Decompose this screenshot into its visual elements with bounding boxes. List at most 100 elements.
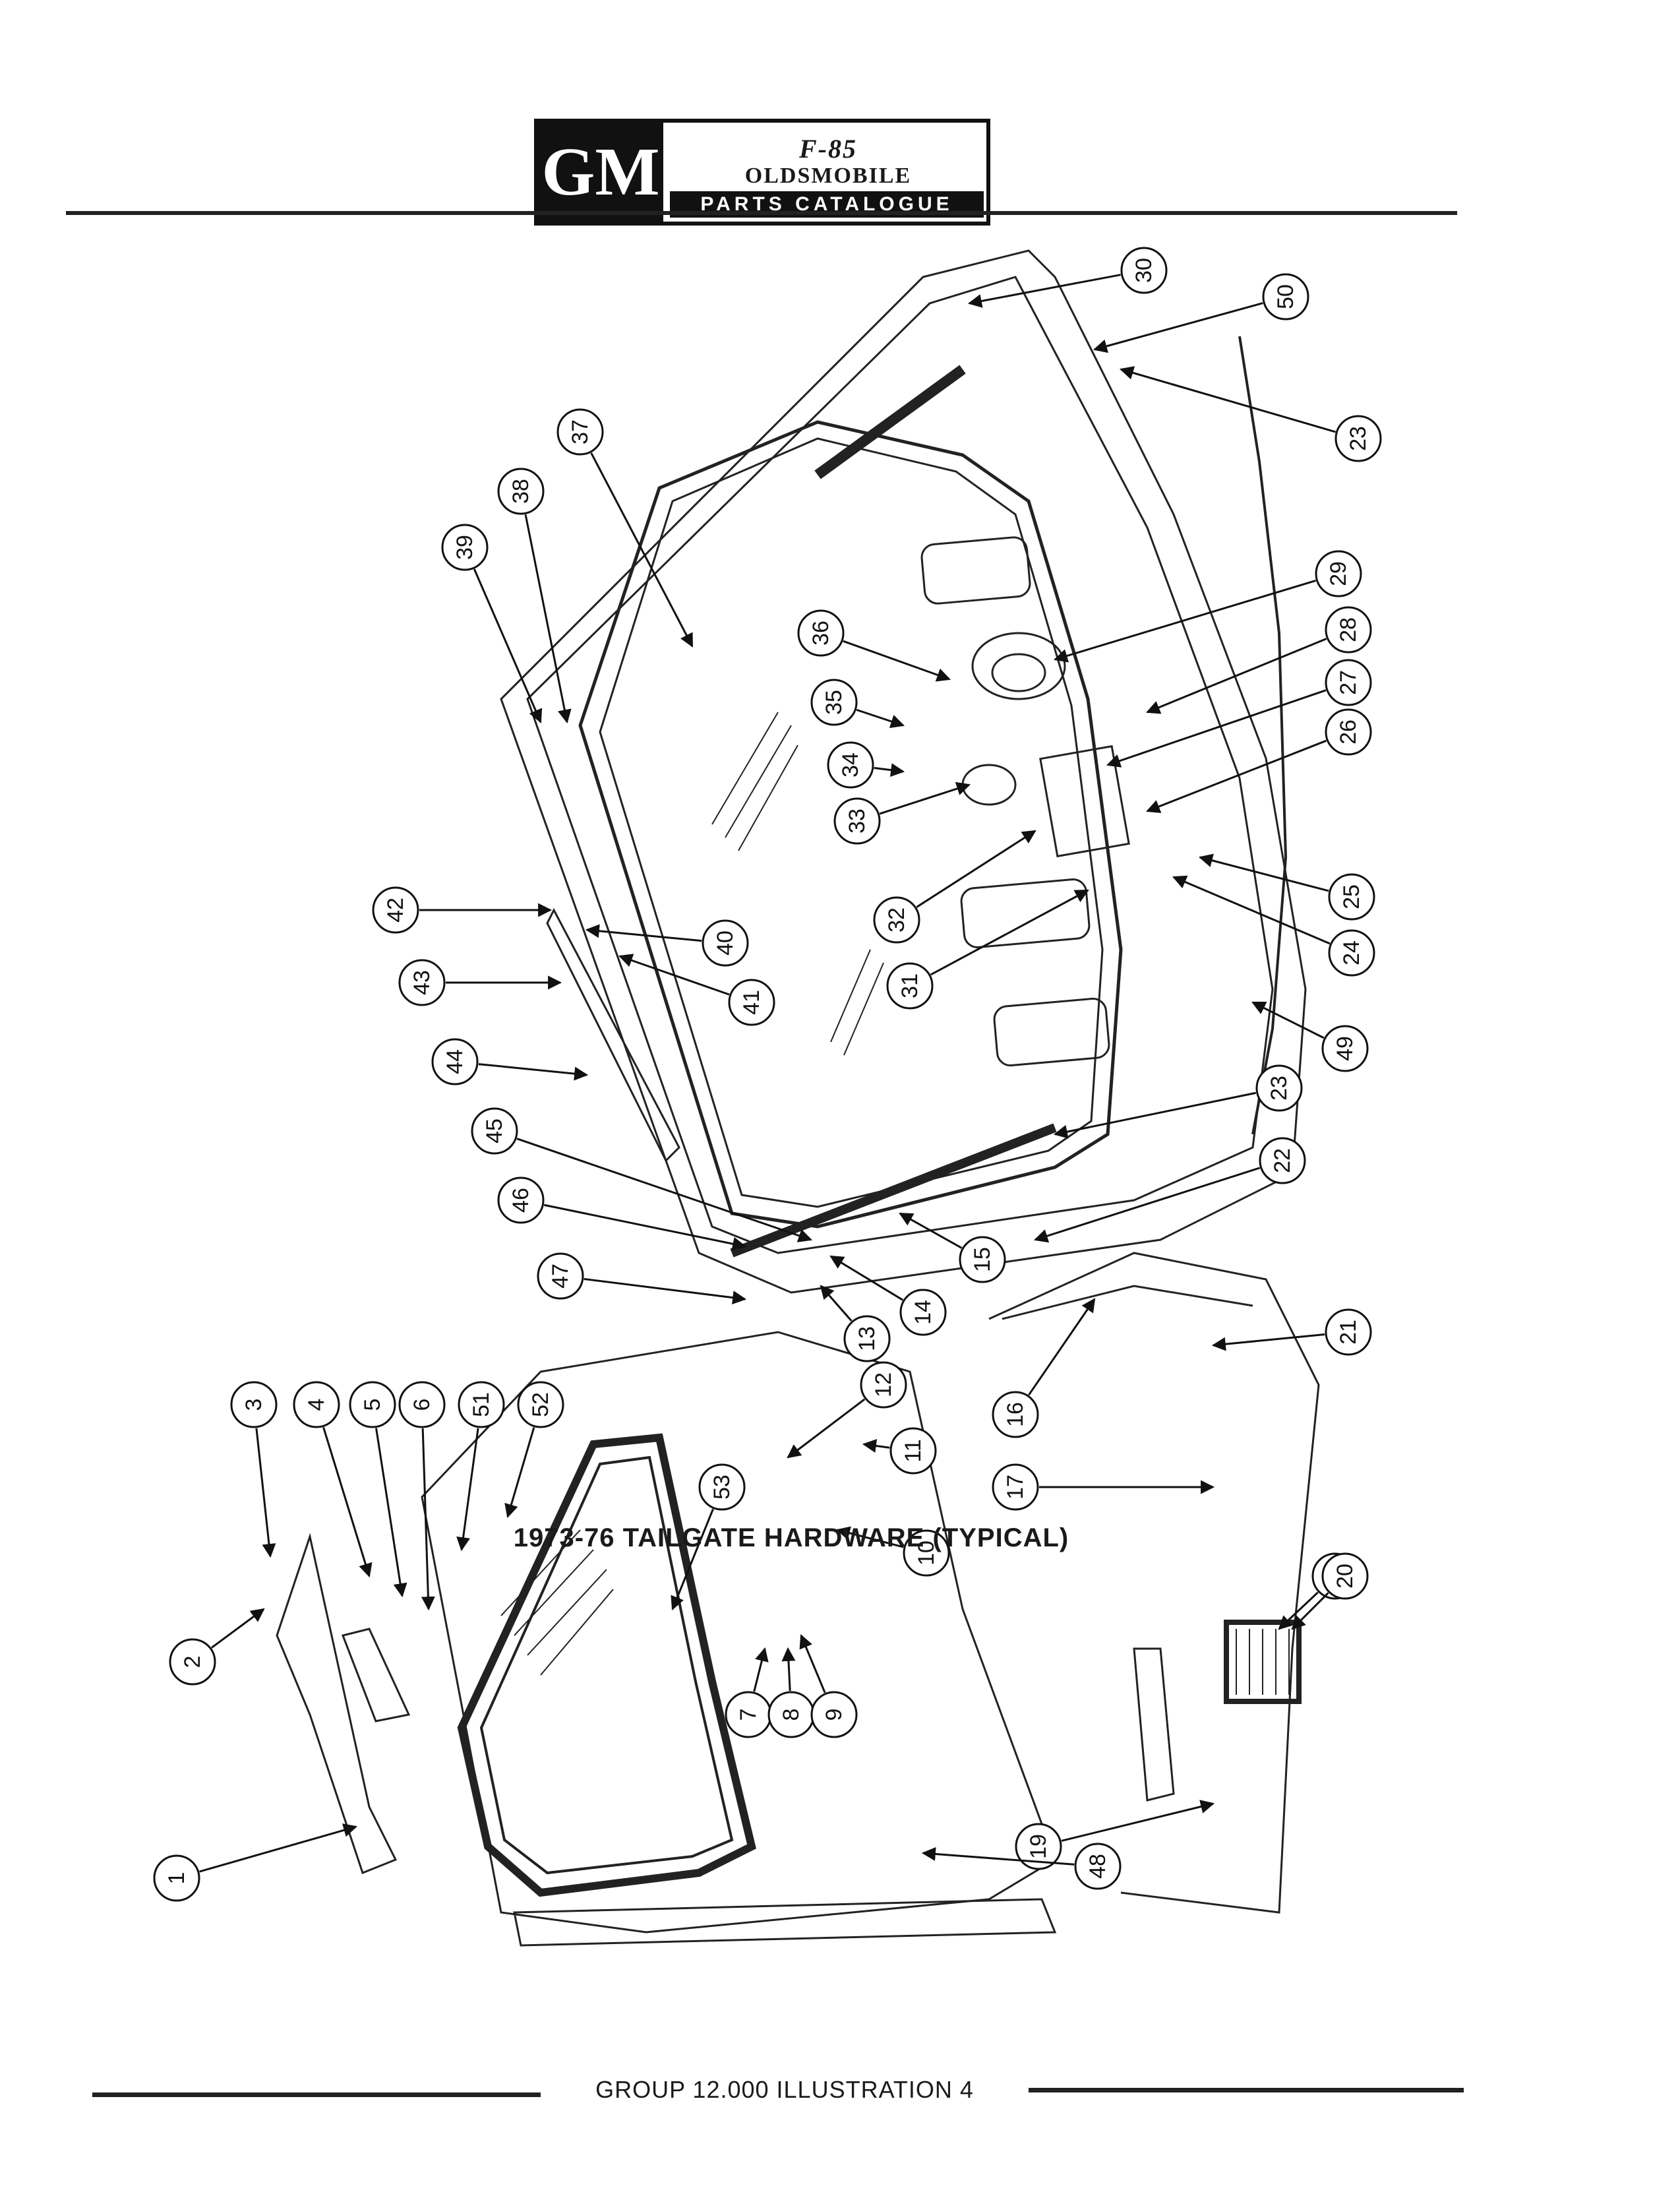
callout-label: 2 (180, 1656, 205, 1668)
callout-label: 14 (911, 1300, 936, 1325)
callout-circle (702, 919, 749, 967)
callout-49: 49 (1251, 1001, 1369, 1072)
callout-label: 7 (736, 1709, 761, 1721)
callout-label: 51 (469, 1392, 494, 1417)
callout-leader-line (1146, 638, 1327, 714)
callout-11: 11 (862, 1427, 937, 1475)
callout-leader-line (856, 708, 905, 728)
callout-10: 10 (835, 1526, 950, 1577)
callout-circle (992, 1463, 1039, 1511)
callout-51: 51 (456, 1381, 505, 1552)
callout-leader-line (1053, 579, 1316, 663)
callout-leader-line (504, 1427, 535, 1519)
footer-rule-right (1029, 2088, 1464, 2092)
callout-circle (1120, 247, 1168, 294)
callout-leader-line (1146, 739, 1327, 813)
callout-circle (1325, 659, 1372, 706)
callout-label: 32 (884, 907, 909, 932)
callout-circle (1328, 873, 1375, 921)
callout-circle (1074, 1843, 1122, 1890)
callout-label: 53 (709, 1475, 735, 1500)
callout-circle (959, 1236, 1006, 1283)
callout-leader-line (753, 1647, 769, 1692)
callout-label: 15 (970, 1247, 995, 1272)
callout-37: 37 (556, 408, 694, 648)
callout-circle (1325, 708, 1372, 756)
callout-circle (1325, 606, 1372, 654)
callout-label: 21 (1336, 1320, 1361, 1345)
callout-leader-line (516, 1138, 812, 1242)
callout-circle (1015, 1823, 1062, 1870)
callout-label: 28 (1336, 617, 1361, 642)
callout-label: 1 (164, 1872, 189, 1885)
callout-leader-line (843, 640, 951, 682)
callout-label: 16 (1003, 1402, 1028, 1427)
callout-label: 29 (1326, 561, 1351, 586)
callout-label: 46 (508, 1188, 533, 1213)
callout-leader-line (473, 568, 543, 723)
callout-circle (497, 1176, 545, 1224)
callout-leader-line (421, 1428, 435, 1611)
callout-label: 22 (1270, 1148, 1295, 1173)
callout-leader-line (829, 1255, 904, 1301)
callout-label: 43 (409, 970, 435, 995)
callout-circle (728, 979, 775, 1026)
callout-1: 1 (153, 1823, 358, 1902)
callout-leader-line (835, 1526, 904, 1548)
callout-label: 3 (241, 1399, 266, 1411)
callout-20: 20 (1291, 1552, 1369, 1630)
callout-label: 48 (1085, 1854, 1110, 1879)
callout-25: 25 (1198, 853, 1375, 921)
callout-leader-line (930, 889, 1089, 976)
callout-40: 40 (585, 919, 749, 967)
callout-label: 47 (548, 1264, 573, 1289)
callout-38: 38 (497, 468, 572, 724)
callout-label: 44 (442, 1049, 467, 1074)
callout-39: 39 (441, 524, 543, 723)
callout-5: 5 (349, 1381, 407, 1598)
callout-circle (843, 1315, 891, 1362)
callout-circle (293, 1381, 340, 1428)
callout-leader-line (899, 1212, 963, 1249)
callout-circle (230, 1381, 278, 1428)
callout-48: 48 (921, 1843, 1122, 1890)
callout-label: 27 (1336, 670, 1361, 695)
callout-leader-line (799, 1634, 826, 1693)
callout-leader-line (671, 1508, 714, 1610)
callout-label: 34 (838, 752, 863, 778)
gm-logo-mark: GM (538, 123, 663, 222)
callout-label: 50 (1273, 284, 1298, 309)
callout-leader-line (787, 1398, 866, 1459)
callout-2: 2 (169, 1608, 265, 1686)
callout-14: 14 (829, 1255, 947, 1336)
callout-circle (886, 962, 934, 1010)
callout-circle (833, 797, 881, 845)
callout-leader-line (1028, 1298, 1096, 1396)
callout-leader-line (1278, 1591, 1319, 1630)
callout-label: 36 (808, 621, 833, 646)
callout-label: 17 (1003, 1475, 1028, 1500)
callout-label: 37 (568, 419, 593, 444)
callout-circle (349, 1381, 396, 1428)
callout-44: 44 (431, 1038, 589, 1085)
callout-circle (903, 1529, 950, 1577)
callout-52: 52 (504, 1381, 564, 1519)
callout-label: 6 (409, 1399, 435, 1411)
callout-28: 28 (1146, 606, 1372, 714)
callout-label: 52 (528, 1392, 553, 1417)
callout-30: 30 (967, 247, 1168, 308)
callout-46: 46 (497, 1176, 747, 1251)
callout-leader-line (456, 1428, 479, 1552)
callout-leader-line (322, 1426, 373, 1578)
callout-label: 33 (845, 808, 870, 834)
callout-50: 50 (1093, 273, 1309, 353)
model-name: OLDSMOBILE (744, 164, 912, 188)
diagram-caption: 1973-76 TAILGATE HARDWARE (TYPICAL) (513, 1523, 1069, 1552)
callout-leader-line (1211, 1333, 1325, 1351)
callout-label: 35 (822, 690, 847, 715)
callout-leader-line (478, 1063, 589, 1081)
callout-leader-line (211, 1608, 265, 1649)
footer-reference: GROUP 12.000 ILLUSTRATION 4 (595, 2076, 974, 2103)
callout-leader-line (916, 830, 1036, 908)
